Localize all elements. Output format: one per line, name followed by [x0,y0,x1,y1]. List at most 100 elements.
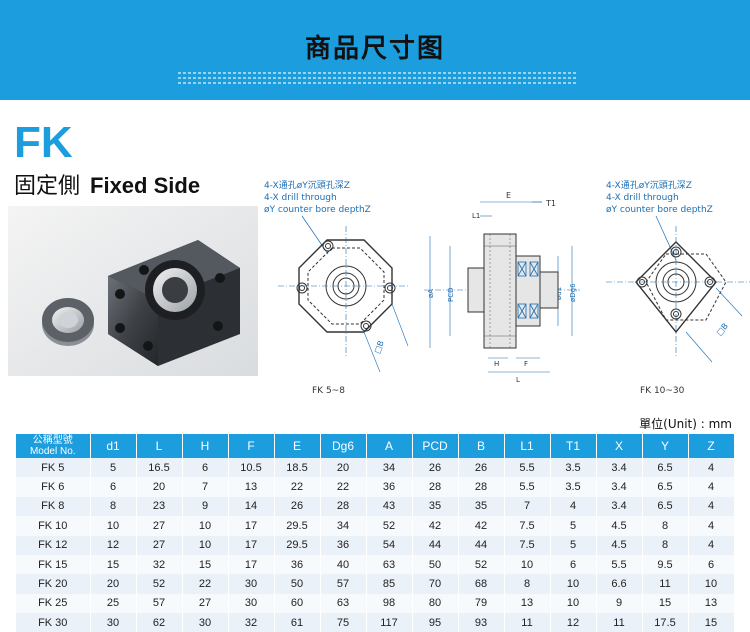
header-l: L [136,434,183,458]
value-cell: 34 [320,516,367,536]
value-cell: 36 [320,535,367,555]
value-cell: 20 [136,477,183,497]
value-cell: 95 [412,613,459,632]
model-cell: FK 12 [16,535,91,555]
value-cell: 28 [458,477,505,497]
model-cell: FK 20 [16,574,91,594]
value-cell: 10 [688,574,735,594]
header-x: X [596,434,643,458]
value-cell: 3.4 [596,458,643,478]
dim-a: øA [427,289,435,298]
value-cell: 62 [136,613,183,632]
value-cell: 5.5 [504,477,551,497]
value-cell: 8 [642,535,689,555]
subtitle-zh: 固定側 [14,173,81,198]
value-cell: 36 [274,554,321,575]
value-cell: 27 [182,593,229,614]
value-cell: 50 [274,574,321,594]
header-model: 公稱型號 Model No. [16,434,91,458]
header-f: F [228,434,275,458]
model-cell: FK 15 [16,554,91,575]
value-cell: 5 [550,535,597,555]
value-cell: 13 [504,593,551,614]
value-cell: 44 [458,535,505,555]
value-cell: 15 [642,593,689,614]
header-e: E [274,434,321,458]
value-cell: 34 [366,458,413,478]
value-cell: 27 [136,516,183,536]
dim-t1: T1 [545,199,556,208]
header-d1: d1 [90,434,137,458]
value-cell: 4.5 [596,516,643,536]
value-cell: 5.5 [504,458,551,478]
value-cell: 42 [458,516,505,536]
value-cell: 5 [90,458,137,478]
header-z: Z [688,434,735,458]
table-header-row: 公稱型號 Model No. d1 L H F E Dg6 A PCD B L1… [16,434,735,458]
value-cell: 29.5 [274,516,321,536]
model-cell: FK 25 [16,593,91,614]
dim-b-2: □B [715,322,730,338]
value-cell: 68 [458,574,505,594]
value-cell: 15 [90,554,137,575]
value-cell: 6.5 [642,477,689,497]
value-cell: 17 [228,554,275,575]
value-cell: 22 [274,477,321,497]
header-b: B [458,434,505,458]
value-cell: 12 [90,535,137,555]
value-cell: 4.5 [596,535,643,555]
value-cell: 57 [320,574,367,594]
value-cell: 6 [90,477,137,497]
model-cell: FK 5 [16,458,91,478]
value-cell: 42 [412,516,459,536]
header-pcd: PCD [412,434,459,458]
value-cell: 11 [642,574,689,594]
value-cell: 17 [228,516,275,536]
value-cell: 6 [550,554,597,575]
value-cell: 10 [504,554,551,575]
value-cell: 52 [458,554,505,575]
dim-e: E [506,191,511,200]
header-h: H [182,434,229,458]
value-cell: 29.5 [274,535,321,555]
value-cell: 15 [182,554,229,575]
value-cell: 30 [182,613,229,632]
subtitle-en: Fixed Side [90,173,201,198]
value-cell: 20 [320,458,367,478]
model-cell: FK 8 [16,496,91,517]
value-cell: 36 [366,477,413,497]
value-cell: 18.5 [274,458,321,478]
value-cell: 20 [90,574,137,594]
value-cell: 26 [274,496,321,517]
value-cell: 27 [136,535,183,555]
value-cell: 63 [366,554,413,575]
value-cell: 28 [320,496,367,517]
value-cell: 5.5 [596,554,643,575]
value-cell: 93 [458,613,505,632]
value-cell: 117 [366,613,413,632]
value-cell: 9.5 [642,554,689,575]
value-cell: 98 [366,593,413,614]
value-cell: 26 [458,458,505,478]
value-cell: 17.5 [642,613,689,632]
dim-dg6: øDg6 [569,283,577,302]
header-dg6: Dg6 [320,434,367,458]
header-model-en: Model No. [29,446,76,457]
value-cell: 3.4 [596,477,643,497]
header-model-zh: 公稱型號 [32,435,73,446]
value-cell: 5 [550,516,597,536]
header-l1: L1 [504,434,551,458]
value-cell: 28 [412,477,459,497]
value-cell: 10 [90,516,137,536]
value-cell: 7.5 [504,516,551,536]
value-cell: 4 [688,458,735,478]
value-cell: 40 [320,554,367,575]
value-cell: 22 [182,574,229,594]
value-cell: 50 [412,554,459,575]
dim-l: L [516,376,520,384]
header-y: Y [642,434,689,458]
